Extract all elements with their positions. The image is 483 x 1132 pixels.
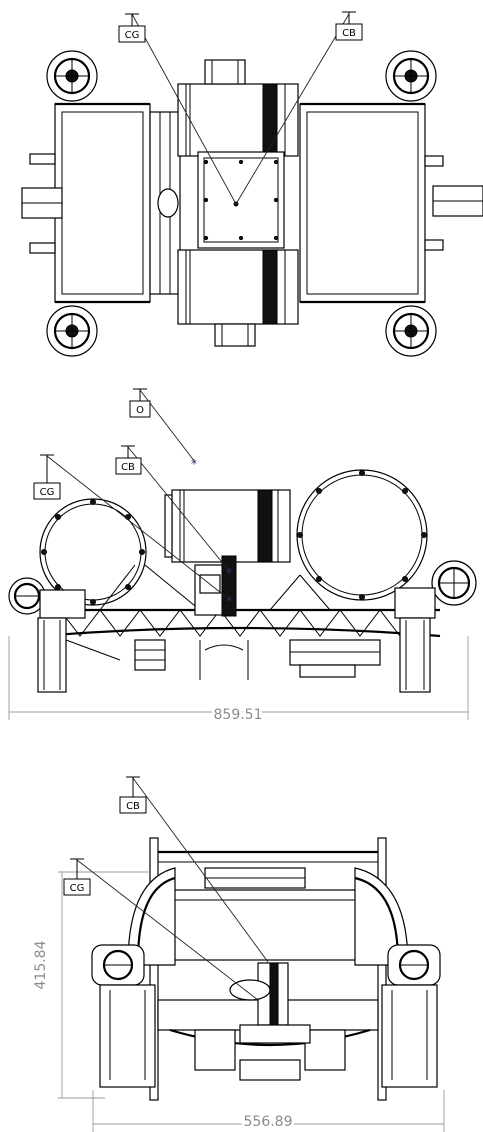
front-lower-structure <box>99 984 438 1088</box>
side-truss-frame <box>37 555 441 693</box>
side-cb-label: CB <box>121 462 135 473</box>
top-left-lower-wheel <box>46 305 98 357</box>
front-cg-tag: CG <box>63 858 91 896</box>
side-cb-tag: CB <box>115 445 142 475</box>
front-height-dimension: 415.84 <box>30 871 150 1099</box>
top-center-plate <box>197 151 285 249</box>
side-right-thruster <box>431 560 477 606</box>
top-left-housing <box>54 103 151 303</box>
top-cb-tag: CB <box>335 11 363 41</box>
top-cg-label: CG <box>125 30 140 41</box>
top-right-lower-wheel <box>385 305 437 357</box>
side-width-dimension: 859.51 <box>8 636 469 726</box>
side-width-value: 859.51 <box>214 707 263 723</box>
top-upper-cylinder <box>177 59 299 157</box>
front-left-thruster <box>91 944 145 986</box>
front-center-cylinder <box>229 962 311 1044</box>
front-right-thruster <box>387 944 441 986</box>
front-cg-label: CG <box>70 883 85 894</box>
top-cb-label: CB <box>342 28 356 39</box>
front-cb-label: CB <box>126 801 140 812</box>
side-cg-marker: * <box>226 594 232 608</box>
side-center-cylinder <box>164 489 291 563</box>
top-cg-tag: CG <box>118 13 146 43</box>
front-frame <box>149 837 387 1101</box>
front-view: 415.84 556.89 CB CG <box>30 776 445 1132</box>
front-width-dimension: 556.89 <box>92 1090 445 1132</box>
side-left-housing <box>39 498 147 606</box>
side-o-marker: * <box>191 457 197 471</box>
side-o-tag: O <box>129 388 151 418</box>
top-right-housing <box>299 103 426 303</box>
front-height-value: 415.84 <box>33 940 49 989</box>
front-width-value: 556.89 <box>244 1114 293 1130</box>
side-cb-marker: * <box>226 566 232 580</box>
side-cg-label: CG <box>40 487 55 498</box>
front-cb-tag: CB <box>119 776 147 814</box>
side-view: 859.51 * * * O CB CG <box>8 388 477 726</box>
top-view: CG CB <box>21 11 483 357</box>
side-right-housing <box>296 469 428 601</box>
top-lower-cylinder <box>177 249 299 347</box>
side-o-label: O <box>136 405 144 416</box>
top-left-upper-wheel <box>46 50 98 102</box>
front-left-housing <box>127 867 176 966</box>
top-right-upper-wheel <box>385 50 437 102</box>
side-cg-tag: CG <box>33 454 61 500</box>
